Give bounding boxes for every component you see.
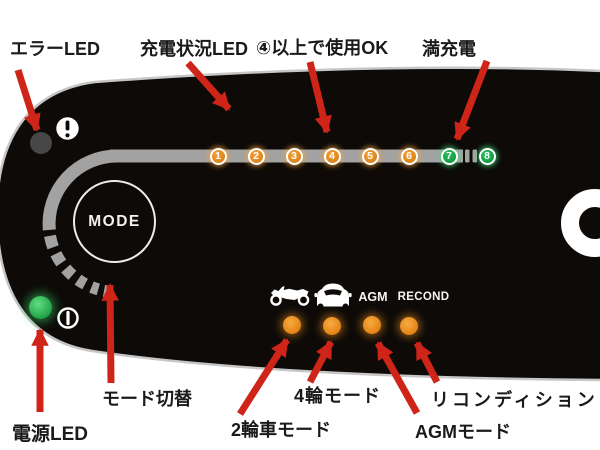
arrow-bike-mode — [237, 338, 290, 416]
bike-mode-label: 2輪車モード — [231, 420, 332, 440]
arrow-mode-switch — [101, 283, 119, 384]
charge-led-1: 1 — [209, 147, 227, 165]
arrow-recondition — [413, 341, 441, 384]
recond-mode-led — [400, 317, 418, 335]
annotation-arrows — [14, 59, 491, 416]
agm-mode-led — [363, 316, 381, 334]
mode-button[interactable]: MODE — [73, 180, 156, 263]
level4-ok-label: ④以上で使用OK — [256, 38, 389, 58]
agm-text: AGM — [358, 290, 388, 304]
mode-switch-label: モード切替 — [102, 389, 192, 409]
full-charge-label: 満充電 — [422, 39, 476, 59]
arrow-full-charge — [453, 59, 491, 141]
power-led — [28, 295, 52, 319]
arrow-level4-ok — [306, 61, 332, 134]
recondition-label: リコンディション — [431, 390, 598, 410]
charge-led-7: 7 — [440, 147, 458, 165]
arrow-error-led — [14, 68, 41, 132]
charge-status-label: 充電状況LED — [140, 39, 248, 59]
power-led-label: 電源LED — [12, 424, 89, 445]
arrow-car-mode — [306, 340, 335, 384]
agm-mode-label: AGMモード — [415, 422, 511, 442]
bike-mode-led — [283, 316, 301, 334]
charge-led-8: 8 — [478, 147, 496, 165]
car-mode-label: 4輪モード — [294, 386, 382, 406]
charge-led-5: 5 — [361, 147, 379, 165]
exclamation-icon — [56, 117, 79, 140]
car-icon — [314, 283, 352, 310]
error-led-label: エラーLED — [10, 39, 100, 59]
charger-body — [0, 66, 600, 382]
arrow-agm-mode — [374, 341, 421, 415]
error-led — [30, 132, 52, 154]
charge-led-2: 2 — [247, 147, 265, 165]
mode-button-label: MODE — [88, 212, 141, 230]
charge-led-4: 4 — [323, 147, 341, 165]
cable-port-ring-icon — [561, 189, 600, 257]
motorcycle-icon — [270, 286, 310, 306]
charge-led-6: 6 — [400, 147, 418, 165]
recond-text: RECOND — [397, 291, 450, 303]
arrow-charge-status — [185, 60, 232, 112]
mode-dial-track — [42, 149, 118, 298]
power-icon — [57, 307, 79, 329]
charge-led-3: 3 — [285, 147, 303, 165]
car-mode-led — [323, 317, 341, 335]
